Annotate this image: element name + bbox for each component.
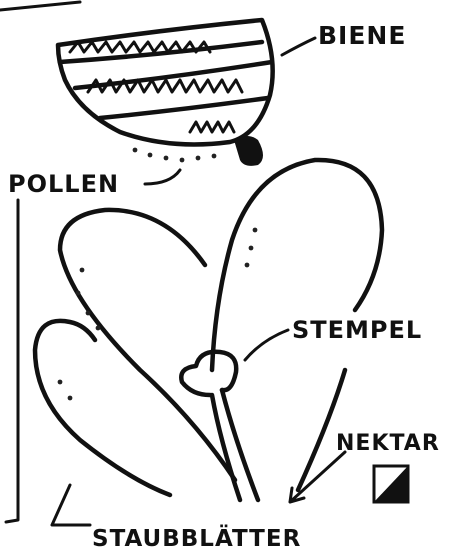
label-stempel: STEMPEL bbox=[292, 316, 422, 344]
bee-stinger bbox=[234, 136, 263, 166]
stamens-leader-line bbox=[52, 485, 90, 525]
label-biene: BIENE bbox=[318, 21, 406, 50]
stamen-left-large bbox=[60, 210, 235, 480]
frame-top-line bbox=[0, 2, 80, 10]
bee-stripe-6 bbox=[190, 122, 234, 132]
label-nektar: NEKTAR bbox=[336, 431, 440, 456]
bee-leader-line bbox=[282, 38, 315, 55]
pistil-head bbox=[181, 352, 236, 395]
label-pollen: POLLEN bbox=[8, 170, 119, 198]
bee-illustration bbox=[58, 20, 273, 166]
label-staubblaetter: STAUBBLÄTTER bbox=[92, 524, 301, 552]
nectar-arrow bbox=[290, 452, 345, 502]
bee-stripe-5 bbox=[100, 98, 268, 118]
nectar-icon bbox=[374, 466, 408, 502]
bee-stripe-4 bbox=[75, 62, 272, 88]
stamen-left-small bbox=[35, 321, 170, 495]
pistil-stem bbox=[212, 390, 258, 500]
frame-left-line bbox=[6, 200, 18, 522]
pistil-leader-line bbox=[245, 330, 288, 360]
pollen-dots bbox=[133, 148, 217, 163]
pollen-leader-line bbox=[145, 170, 180, 184]
